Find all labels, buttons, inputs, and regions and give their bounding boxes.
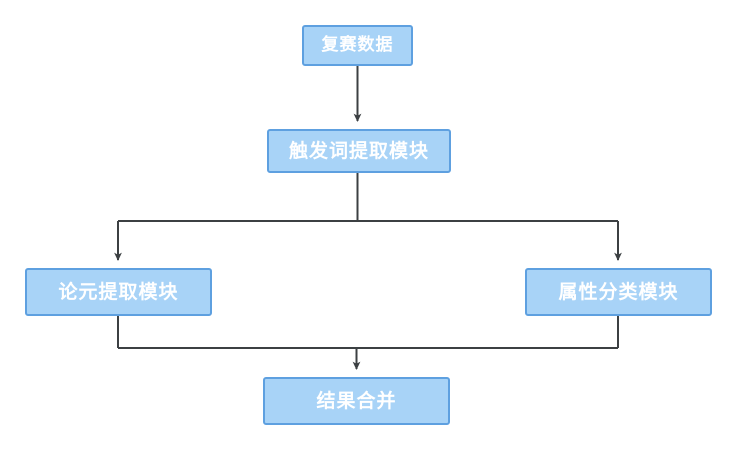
node-trigger-extraction-module[interactable]: 触发词提取模块	[267, 129, 451, 173]
node-label: 复赛数据	[321, 35, 394, 55]
node-label: 属性分类模块	[558, 280, 679, 303]
node-source-data[interactable]: 复赛数据	[302, 25, 413, 66]
node-label: 结果合并	[316, 389, 397, 412]
node-result-merge[interactable]: 结果合并	[263, 377, 450, 425]
node-argument-extraction-module[interactable]: 论元提取模块	[25, 268, 212, 316]
node-attribute-classification-module[interactable]: 属性分类模块	[525, 268, 712, 316]
node-label: 论元提取模块	[58, 280, 179, 303]
node-label: 触发词提取模块	[288, 139, 429, 162]
